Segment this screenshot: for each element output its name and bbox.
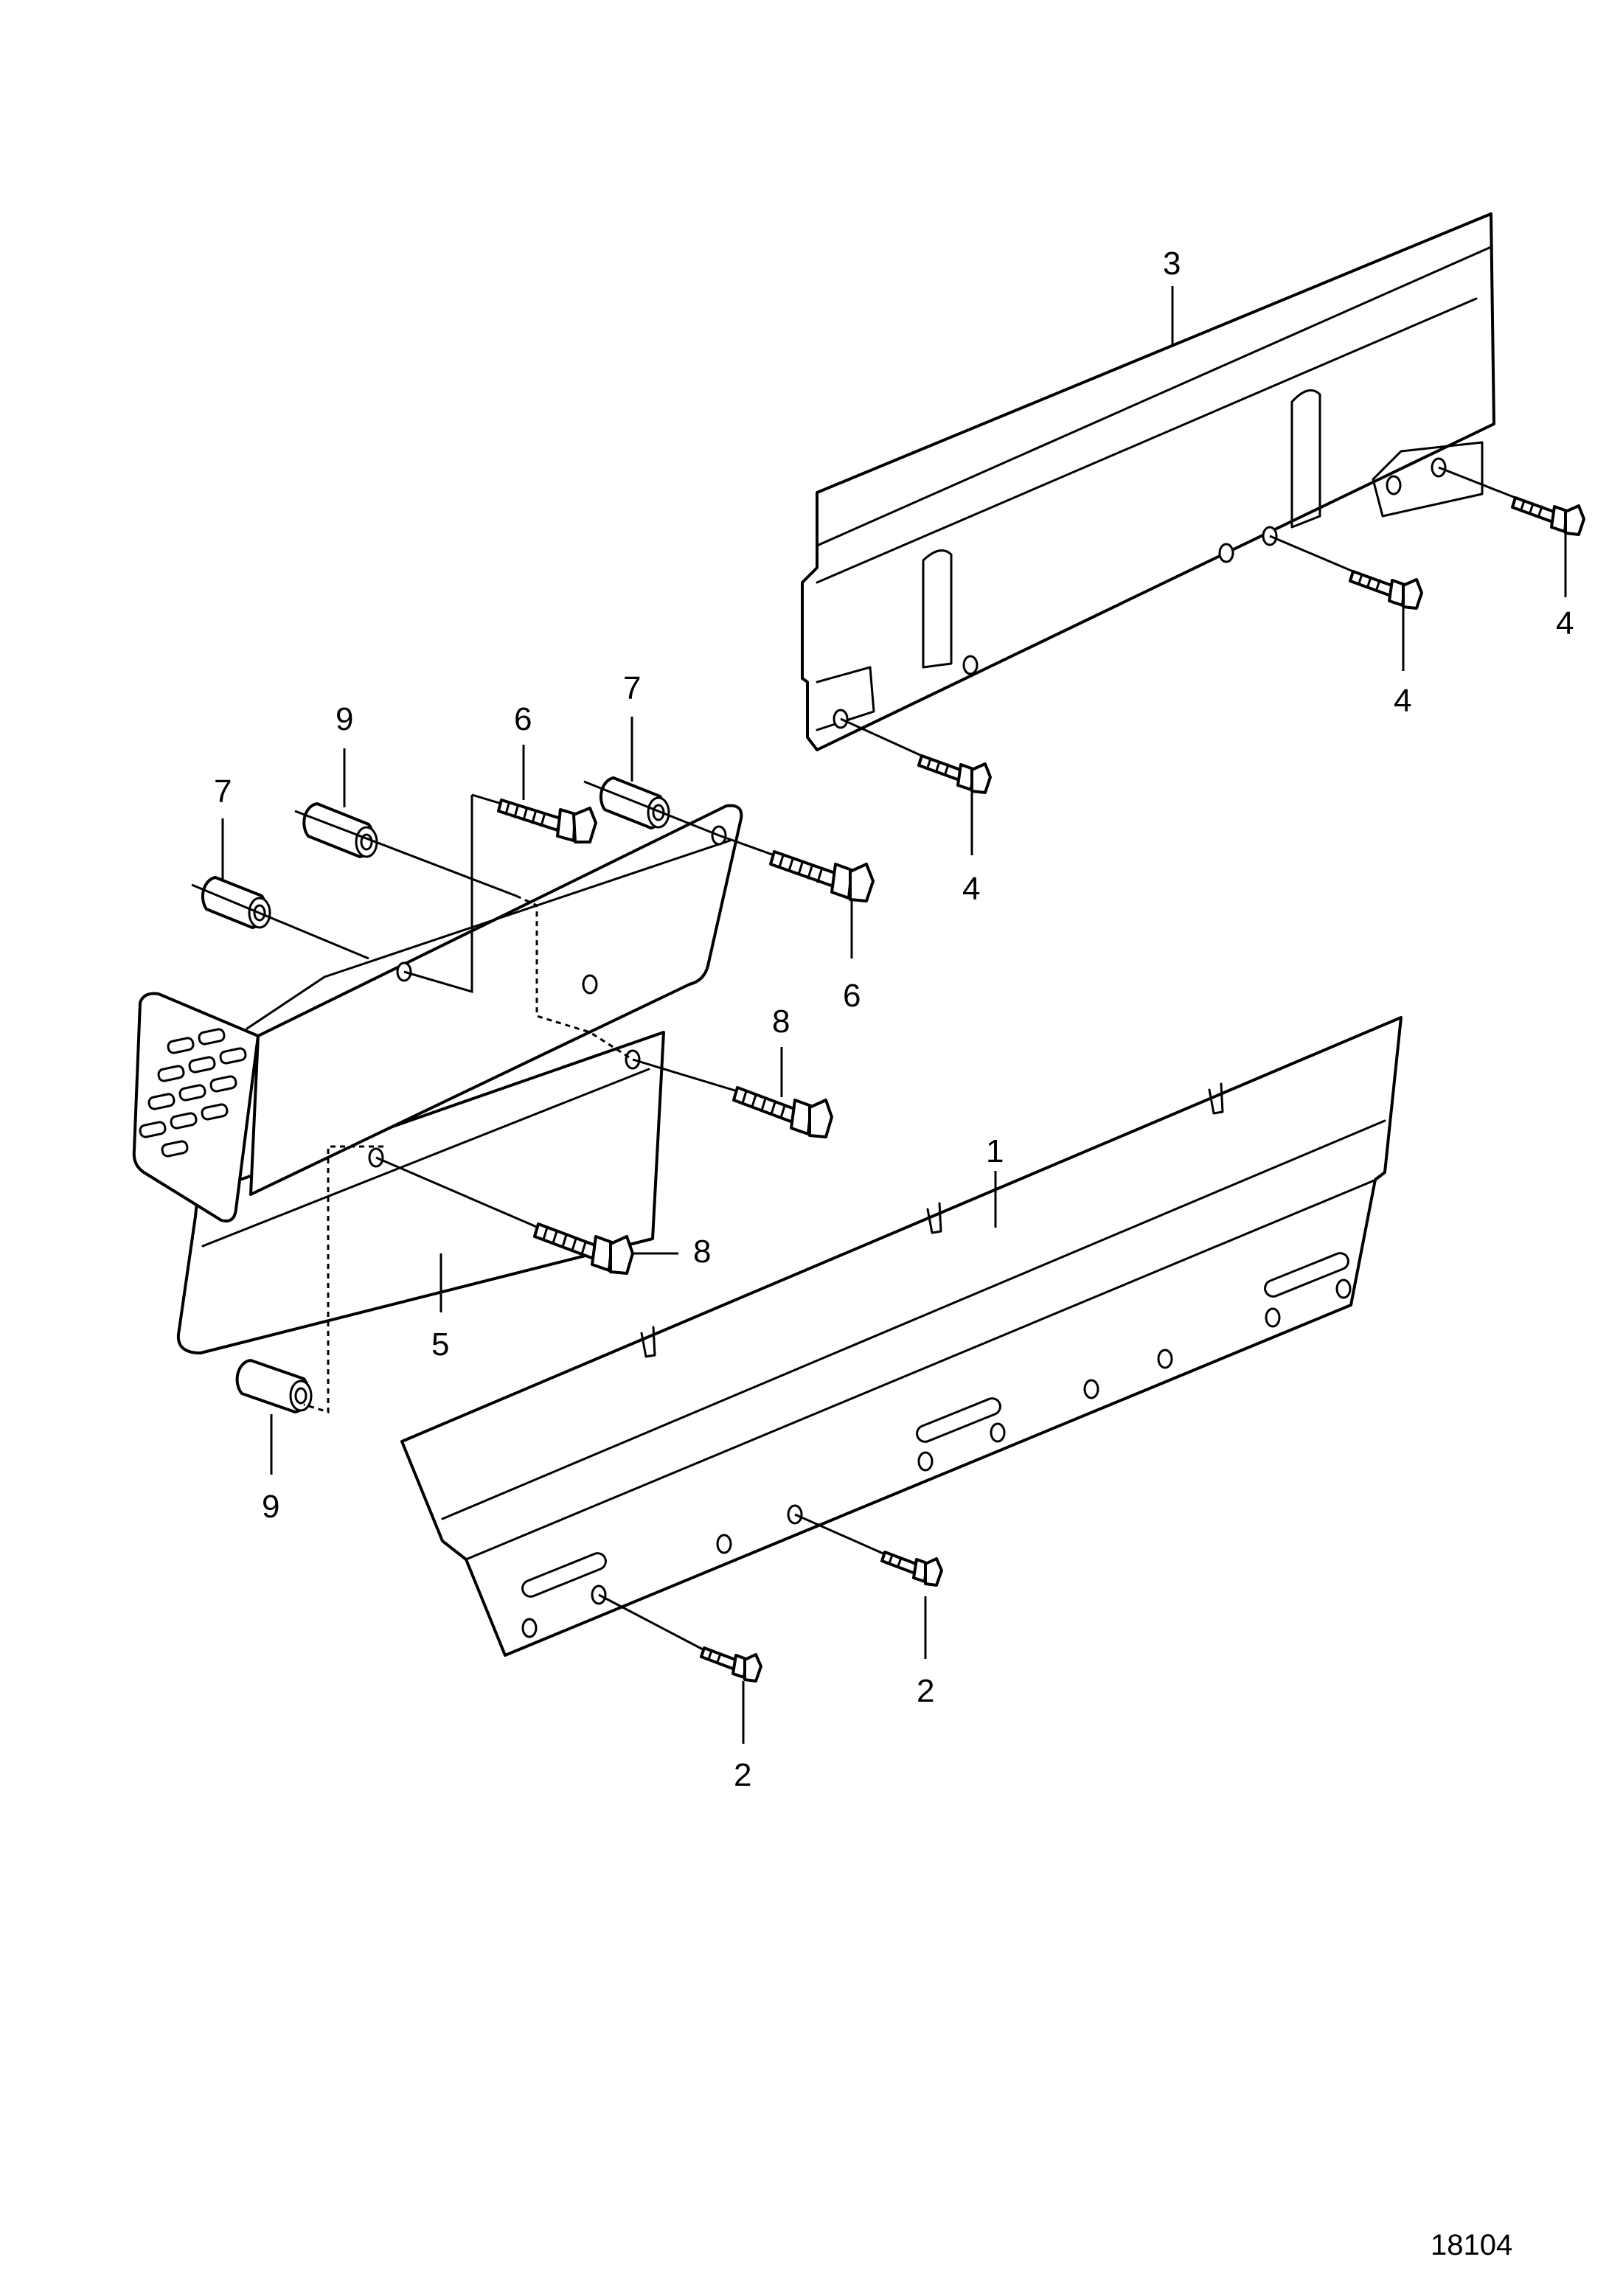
screw-part-8-upper (732, 1086, 833, 1138)
callout-5: 5 (431, 1326, 449, 1363)
screw-part-6-upper (497, 799, 597, 843)
callout-8-lower: 8 (693, 1234, 711, 1270)
callout-6-lower: 6 (843, 978, 861, 1014)
callout-4-right: 4 (1556, 605, 1574, 641)
screw-part-2-upper (880, 1551, 943, 1587)
callout-2-lower: 2 (734, 1757, 751, 1793)
callout-9-upper: 9 (336, 701, 353, 737)
panel-part-3 (801, 212, 1495, 751)
panel-part-1 (400, 1016, 1403, 1657)
spacer-part-9-lower (235, 1359, 313, 1413)
callout-1: 1 (986, 1133, 1004, 1169)
screw-part-2-lower (700, 1646, 762, 1683)
callout-4-middle: 4 (1394, 683, 1411, 719)
callout-6-upper: 6 (514, 701, 532, 737)
callout-3: 3 (1163, 246, 1181, 282)
callout-7-right: 7 (623, 670, 641, 706)
bracket-part-5 (132, 804, 743, 1354)
assembly-lines (191, 466, 1516, 1652)
figure-number: 18104 (1431, 2229, 1512, 2261)
callout-4-left: 4 (962, 871, 980, 907)
screw-part-8-lower (533, 1222, 634, 1275)
grille-slots (139, 1028, 247, 1158)
screw-part-4-middle (1349, 570, 1423, 610)
spacer-part-7-right (599, 776, 670, 829)
callout-2-upper: 2 (917, 1673, 934, 1709)
callout-labels: 1 2 2 3 4 4 4 5 6 6 7 7 8 8 9 9 (214, 246, 1574, 1793)
callout-8-upper: 8 (772, 1003, 790, 1040)
callout-leaders (221, 286, 1567, 1744)
spacer-part-9-upper (302, 802, 378, 858)
screw-part-6-lower (769, 850, 875, 902)
callout-9-lower: 9 (262, 1489, 279, 1525)
screw-part-4-right (1511, 496, 1585, 536)
callout-7-left: 7 (214, 773, 232, 810)
screw-part-4-left (917, 754, 992, 794)
